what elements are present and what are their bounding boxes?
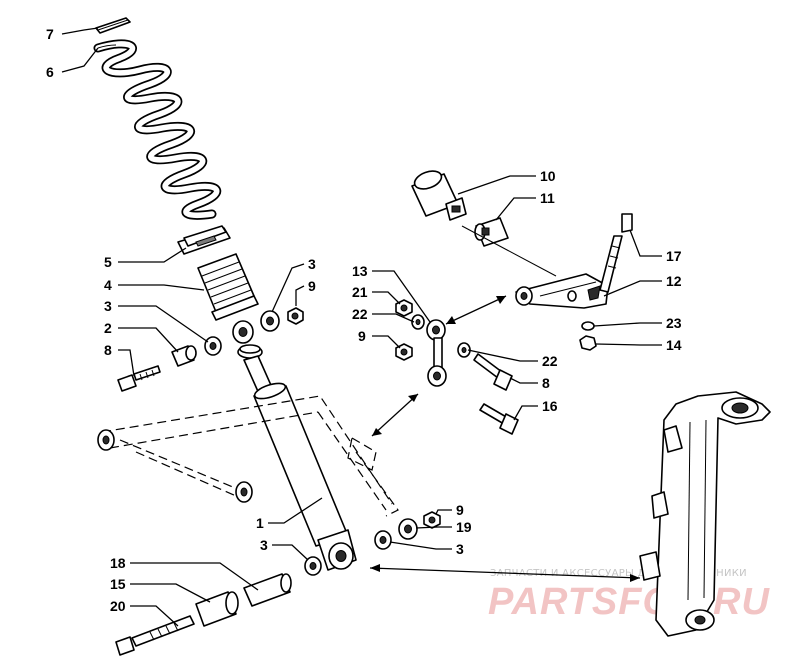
lower-spacer <box>398 518 418 540</box>
callout-16: 16 <box>542 398 558 414</box>
lower-bushing-right <box>374 530 392 550</box>
callout-9-lower: 9 <box>456 502 464 518</box>
callout-12: 12 <box>666 273 682 289</box>
callout-3-lower-left: 3 <box>260 537 268 553</box>
leader-lines <box>61 27 662 627</box>
link-rod <box>426 319 447 387</box>
link-washer-right <box>457 342 471 358</box>
callout-9-upper: 9 <box>308 278 316 294</box>
connection-arrows <box>369 225 641 582</box>
bump-stop-boot <box>197 253 259 321</box>
coil-spring <box>93 39 222 220</box>
callout-6: 6 <box>46 64 54 80</box>
callout-21: 21 <box>352 284 368 300</box>
spring-seat <box>177 225 231 255</box>
callout-22-left: 22 <box>352 306 368 322</box>
watermark-caption: ЗАПЧАСТИ И АКСЕССУАРЫ ДЛЯ МОТОТЕХНИКИ <box>490 568 747 579</box>
pinch-bolt <box>599 213 633 293</box>
callout-20: 20 <box>110 598 126 614</box>
a-arm-reference <box>97 395 399 517</box>
watermark-brand: PARTSFOR.RU <box>488 581 770 623</box>
callout-22-right: 22 <box>542 353 558 369</box>
callout-13: 13 <box>352 263 368 279</box>
lower-bolt <box>115 615 195 656</box>
link-bolt-lower <box>479 403 519 435</box>
callout-19: 19 <box>456 519 472 535</box>
lock-washer <box>581 321 595 331</box>
callout-3-upper-left: 3 <box>104 298 112 314</box>
link-bolt-upper <box>473 353 513 391</box>
upper-link-washer <box>411 314 425 330</box>
flange-nut <box>579 335 597 351</box>
sway-bar-tube <box>411 170 467 221</box>
lower-bushing-left <box>304 556 322 576</box>
callout-8-upper: 8 <box>104 342 112 358</box>
sway-bar-bushing <box>474 217 509 247</box>
callout-7: 7 <box>46 26 54 42</box>
callout-15: 15 <box>110 576 126 592</box>
steering-spindle <box>639 391 771 637</box>
callout-4: 4 <box>104 277 112 293</box>
callout-5: 5 <box>104 254 112 270</box>
callout-9-link: 9 <box>358 328 366 344</box>
upper-nut <box>287 307 304 325</box>
callout-14: 14 <box>666 337 682 353</box>
lower-nut <box>423 511 441 529</box>
callout-3-lower-right: 3 <box>456 541 464 557</box>
upper-bolt <box>117 365 161 392</box>
callout-8-link: 8 <box>542 375 550 391</box>
callout-18: 18 <box>110 555 126 571</box>
callout-2: 2 <box>104 320 112 336</box>
callout-3-upper-right: 3 <box>308 256 316 272</box>
upper-eye-bushing <box>232 320 254 344</box>
upper-bushing-right <box>260 310 280 332</box>
sway-bar-arm <box>515 273 609 309</box>
lower-sleeve-long <box>243 573 292 607</box>
callout-1: 1 <box>256 515 264 531</box>
spring-cap <box>95 17 131 34</box>
lower-sleeve-short <box>195 591 239 627</box>
callout-17: 17 <box>666 248 682 264</box>
callout-23: 23 <box>666 315 682 331</box>
callout-10: 10 <box>540 168 556 184</box>
callout-11: 11 <box>540 190 555 206</box>
upper-bushing-left <box>204 336 222 356</box>
shock-absorber <box>237 344 357 571</box>
